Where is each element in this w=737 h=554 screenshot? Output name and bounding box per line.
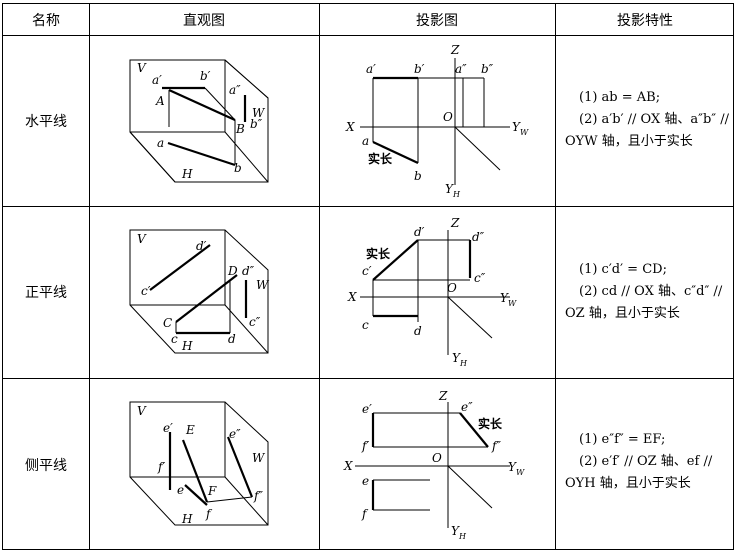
label: X <box>347 290 357 304</box>
label: Y <box>445 182 454 196</box>
projection-table: 名称 直观图 投影图 投影特性 水平线 正平线 侧平线 (1) ab = AB;… <box>2 3 734 550</box>
label: d″ <box>472 230 485 244</box>
label: D <box>227 264 238 278</box>
label: W <box>516 468 525 477</box>
label: Z <box>450 43 460 57</box>
label: Y <box>452 351 461 365</box>
label: d′ <box>196 239 207 253</box>
row-name-horizontal-line: 水平线 <box>25 113 67 130</box>
label: C <box>163 316 172 330</box>
properties-frontal-line: (1) c′d′ = CD; (2) cd // OX 轴、c″d″ // OZ… <box>565 262 723 321</box>
label: f′ <box>157 460 165 474</box>
label: d″ <box>242 264 255 278</box>
label: Y <box>508 460 517 474</box>
label: W <box>252 106 266 120</box>
label: V <box>137 232 147 246</box>
label: X <box>345 120 355 134</box>
properties-horizontal-line: (1) ab = AB; (2) a′b′ // OX 轴、a″b″ // OY… <box>565 90 730 149</box>
true-length-label: 实长 <box>478 416 503 431</box>
label: a <box>157 136 164 150</box>
header-name: 名称 <box>32 12 60 29</box>
label: b <box>234 161 242 175</box>
label: W <box>252 451 266 465</box>
label: H <box>452 190 461 199</box>
label: Y <box>500 291 509 305</box>
label: H <box>459 359 468 368</box>
label: d′ <box>414 225 425 239</box>
label: c <box>362 318 369 332</box>
label: b′ <box>414 62 425 76</box>
label: f <box>361 507 369 521</box>
projection-profile-line <box>355 402 510 528</box>
pictorial-frontal-line <box>129 229 269 354</box>
label: e′ <box>163 421 173 435</box>
properties-profile-line: (1) e″f″ = EF; (2) e′f′ // OZ 轴、ef // OY… <box>565 432 713 491</box>
row-divider <box>3 206 733 207</box>
label: Y <box>512 120 521 134</box>
label: a′ <box>152 73 162 87</box>
label: c″ <box>249 315 261 329</box>
header-pictorial: 直观图 <box>183 12 225 29</box>
label: f <box>205 507 213 521</box>
label: V <box>137 404 147 418</box>
header-properties: 投影特性 <box>617 12 673 29</box>
label: f″ <box>253 489 263 503</box>
label: b″ <box>250 117 263 131</box>
label: H <box>458 532 467 541</box>
label: Z <box>438 389 448 403</box>
label: c′ <box>362 264 372 278</box>
label: a″ <box>229 83 241 97</box>
label: H <box>181 167 193 181</box>
label: Z <box>450 216 460 230</box>
label: d <box>414 324 422 338</box>
col-divider <box>319 4 320 549</box>
label: B <box>235 122 245 136</box>
row-name-frontal-line: 正平线 <box>25 285 67 301</box>
label: c′ <box>141 284 151 298</box>
label: d <box>228 332 236 346</box>
col-divider <box>555 4 556 549</box>
label: b′ <box>200 69 211 83</box>
pictorial-horizontal-line <box>129 59 269 183</box>
projection-horizontal-line <box>360 58 510 185</box>
row-name-profile-line: 侧平线 <box>25 457 67 474</box>
projection-frontal-line <box>360 230 510 355</box>
row-divider <box>3 378 733 379</box>
label: X <box>343 459 353 473</box>
label: O <box>432 451 442 465</box>
row-divider <box>3 35 733 36</box>
label: e″ <box>461 400 473 414</box>
true-length-label: 实长 <box>368 151 393 166</box>
label: e′ <box>362 402 372 416</box>
label: c <box>171 332 178 346</box>
col-divider <box>89 4 90 549</box>
header-projection: 投影图 <box>416 12 458 29</box>
label: e <box>177 483 184 497</box>
label: E <box>185 423 195 437</box>
label: V <box>137 61 147 75</box>
label: W <box>256 278 270 292</box>
label: c″ <box>474 271 486 285</box>
label: f″ <box>491 439 501 453</box>
label: a′ <box>366 62 376 76</box>
label: F <box>207 484 217 498</box>
label: b <box>414 169 422 183</box>
true-length-label: 实长 <box>366 246 391 261</box>
label: b″ <box>481 62 494 76</box>
pictorial-profile-line <box>129 401 269 526</box>
label: O <box>443 110 453 124</box>
label: f′ <box>361 439 369 453</box>
label: a <box>362 134 369 148</box>
label: A <box>155 94 165 108</box>
label: W <box>520 128 529 137</box>
label: O <box>447 281 457 295</box>
label: H <box>181 339 193 353</box>
label: a″ <box>455 62 467 76</box>
label: W <box>508 299 517 308</box>
label: e <box>362 474 369 488</box>
label: Y <box>451 524 460 538</box>
label: H <box>181 512 193 526</box>
label: e″ <box>229 427 241 441</box>
